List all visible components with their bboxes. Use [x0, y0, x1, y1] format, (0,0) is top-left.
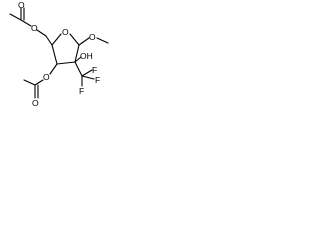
chemical-structure-canvas: O O O O OH O O F F F — [0, 0, 120, 120]
bond-ester-oxygen-ch2 — [36, 29, 47, 37]
bond-carbonyl-2-methyl — [23, 79, 36, 86]
atom-label-methoxy-oxygen: O — [89, 32, 96, 42]
bond-cf3-fluorine-1 — [81, 69, 93, 77]
atom-label-fluorine-2: F — [95, 75, 100, 85]
atom-label-fluorine-1: F — [92, 65, 97, 75]
bond-c3-c4 — [51, 44, 58, 65]
atom-label-acetate-carbonyl-oxygen: O — [18, 0, 25, 10]
bond-carbonyl-ester-oxygen — [20, 19, 32, 27]
bond-c1-methoxy-oxygen — [78, 37, 90, 46]
atom-label-acetate-ester-oxygen: O — [31, 23, 38, 33]
bond-ester-oxygen-carbonyl-2 — [34, 79, 44, 86]
atom-label-acetate2-carbonyl-oxygen: O — [32, 98, 39, 108]
bond-acetyl-methyl-carbonyl — [9, 13, 22, 21]
bond-c3-ester-oxygen — [49, 63, 58, 75]
bond-ch2-c4 — [45, 35, 53, 46]
atom-label-ring-oxygen: O — [62, 27, 69, 37]
bond-c2-cf3-carbon — [74, 61, 83, 77]
atom-label-fluorine-3: F — [79, 86, 84, 96]
bond-c2-hydroxyl — [74, 56, 82, 63]
bond-methoxy-oxygen-methyl — [96, 37, 109, 44]
atom-label-acetate2-ester-oxygen: O — [43, 72, 50, 82]
bond-c2-c3 — [56, 61, 76, 65]
bond-c4-ring-oxygen — [51, 33, 62, 46]
chemical-structure: O O O O OH O O F F F — [9, 0, 109, 108]
bond-ring-oxygen-c1 — [69, 33, 80, 46]
atom-label-hydroxyl: OH — [80, 51, 93, 61]
bond-cf3-fluorine-2 — [81, 75, 95, 80]
bond-c1-c2 — [74, 44, 80, 63]
